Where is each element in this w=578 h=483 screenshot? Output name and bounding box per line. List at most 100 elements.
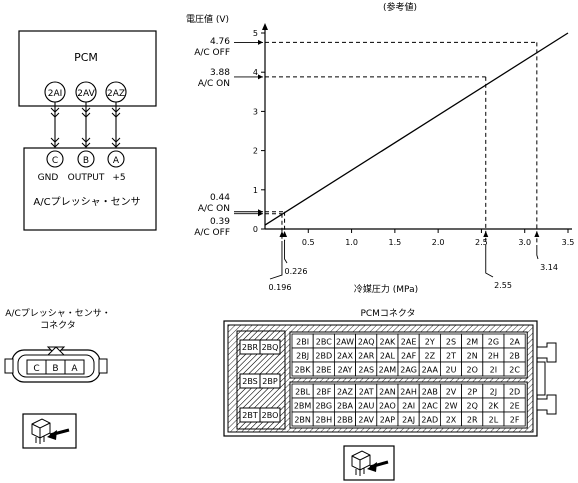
x-annotation-arrowhead-3	[534, 231, 540, 237]
pcm-pin-label: 2A	[509, 338, 520, 347]
svg-text:B: B	[83, 156, 89, 166]
y-tick-label-5: 5	[253, 29, 258, 38]
y-annotation-arrowhead-3	[258, 211, 263, 217]
svg-text:2AZ: 2AZ	[107, 89, 125, 99]
x-tick-label-0: 0.5	[302, 238, 315, 247]
x-annotation-leader-1	[284, 241, 288, 264]
pcm-pin-label: 2AO	[379, 402, 396, 411]
sensor-connector-section: A/Cプレッシャ・センサ・ コネクタ C B A	[4, 308, 111, 449]
y-tick-label-4: 4	[253, 68, 258, 77]
pcm-pin-2az: 2AZ	[105, 81, 127, 103]
pcm-pin-label: 2C	[509, 366, 520, 375]
pcm-pin-label: 2AX	[337, 352, 354, 361]
pin-label-plus5: +5	[112, 173, 125, 183]
pcm-pin-label: 2BK	[295, 366, 312, 375]
pin-label-output: OUTPUT	[68, 173, 105, 183]
x-annotation-arrowhead-2	[483, 231, 489, 237]
pcm-pin-label: 2Y	[425, 338, 435, 347]
pcm-pin-label: 2K	[488, 402, 499, 411]
x-tick-label-3: 2.0	[432, 238, 445, 247]
sensor-connector-title-line2: コネクタ	[40, 320, 76, 331]
x-annotation-value-0: 0.196	[269, 283, 292, 292]
pcm-pin-label: 2T	[446, 352, 456, 361]
pcm-pin-label: 2AM	[379, 366, 397, 375]
pcm-pin-label: 2Z	[425, 352, 436, 361]
pcm-pin-label: 2AB	[422, 388, 438, 397]
pcm-pin-label: 2BD	[315, 352, 332, 361]
wiring-diagram: PCM 2AI 2AV 2AZ C	[18, 30, 157, 231]
x-annotation-leader-3	[536, 245, 539, 260]
y-annotation-value-3: 0.39	[210, 217, 230, 227]
pcm-pin-label: 2L	[489, 416, 499, 425]
pcm-pin-label: 2BL	[295, 388, 311, 397]
pcm-pin-label: 2Q	[467, 402, 478, 411]
pcm-pin-label: 2AZ	[337, 388, 354, 397]
x-tick-label-5: 3.0	[518, 238, 531, 247]
pcm-pin-label: 2AC	[422, 402, 438, 411]
pcm-left-pin-2bo: 2BO	[262, 411, 279, 420]
chart-title: (参考値)	[383, 1, 417, 13]
pcm-pin-label: 2G	[488, 338, 499, 347]
y-annotation-label-3: A/C OFF	[194, 228, 230, 238]
x-tick-label-1: 1.0	[345, 238, 358, 247]
y-tick-label-1: 1	[253, 186, 258, 195]
pcm-pin-label: 2F	[510, 416, 520, 425]
sensor-connector-title-line1: A/Cプレッシャ・センサ・	[5, 308, 110, 319]
pcm-pin-label: 2D	[509, 388, 520, 397]
wire-connector-marks	[50, 107, 121, 148]
y-annotation-arrowhead-0	[258, 39, 263, 45]
pcm-pin-label: 2BC	[316, 338, 332, 347]
pcm-pin-label: 2U	[446, 366, 457, 375]
pcm-pin-label: 2P	[467, 388, 477, 397]
pcm-pin-2ai: 2AI	[44, 81, 66, 103]
x-annotation-value-2: 2.55	[494, 281, 512, 290]
y-annotation-label-0: A/C OFF	[194, 48, 230, 58]
pcm-pin-label: 2AI	[402, 402, 415, 411]
pcm-pin-label: 2I	[490, 366, 497, 375]
svg-text:2AV: 2AV	[77, 89, 95, 99]
pcm-pin-label: 2AV	[358, 416, 374, 425]
pcm-pin-label: 2AF	[401, 352, 417, 361]
x-annotation-arrowhead-1	[282, 231, 288, 237]
pcm-pin-label: 2BB	[337, 416, 353, 425]
x-annotation-value-3: 3.14	[540, 263, 558, 272]
pcm-pin-label: 2BJ	[296, 352, 309, 361]
y-annotation-label-2: A/C ON	[198, 204, 230, 214]
pcm-pin-cell	[503, 361, 526, 377]
chart-series	[264, 32, 569, 226]
pcm-pin-2av: 2AV	[75, 81, 97, 103]
x-tick-label-2: 1.5	[388, 238, 401, 247]
x-tick-label-4: 2.5	[475, 238, 488, 247]
y-tick-label-3: 3	[253, 107, 258, 116]
pcm-pin-label: 2E	[510, 402, 520, 411]
x-annotation-leader-0	[269, 241, 283, 280]
x-annotation-value-1: 0.226	[285, 267, 308, 276]
pcm-left-pin-2bs: 2BS	[242, 377, 258, 386]
pcm-pin-label: 2W	[445, 402, 458, 411]
pcm-title: PCM	[74, 51, 98, 64]
pcm-connector-title: PCMコネクタ	[360, 308, 415, 319]
pcm-pin-label: 2B	[509, 352, 520, 361]
sensor-pin-a: A	[107, 150, 125, 168]
sensor-connector-pin-a: A	[71, 364, 78, 374]
y-annotation-arrowhead-1	[258, 74, 263, 80]
pcm-pin-label: 2N	[467, 352, 478, 361]
series-line-0	[264, 32, 569, 226]
pcm-pin-label: 2AW	[336, 338, 354, 347]
pcm-pin-label: 2AN	[379, 388, 396, 397]
sensor-name: A/Cプレッシャ・センサ	[33, 196, 140, 208]
pcm-pin-label: 2BE	[316, 366, 332, 375]
sensor-pin-b: B	[77, 150, 95, 168]
pcm-left-pin-2bt: 2BT	[242, 411, 258, 420]
pcm-pin-label: 2O	[467, 366, 478, 375]
sensor-pin-c: C	[46, 150, 64, 168]
pcm-pin-label: 2BM	[294, 402, 312, 411]
pcm-pin-label: 2AQ	[358, 338, 375, 347]
y-axis-arrow	[262, 23, 268, 30]
pcm-pin-label: 2R	[467, 416, 478, 425]
